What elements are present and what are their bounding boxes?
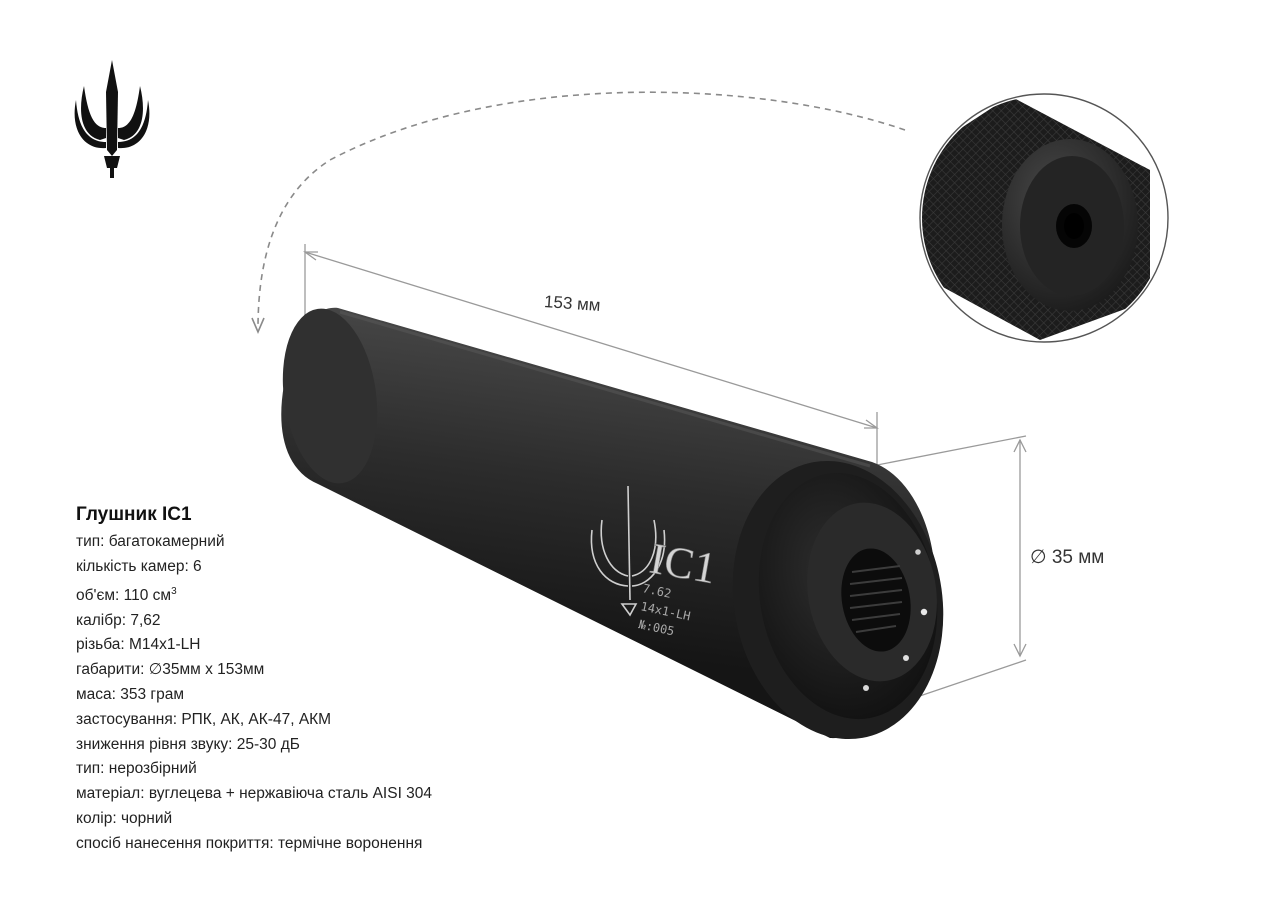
spec-volume-text: об'єм: 110 см (76, 586, 172, 604)
thread-insert (849, 565, 903, 633)
spec-row: маса: 353 грам (76, 685, 184, 703)
spec-row: застосування: РПК, АК, АК-47, АКМ (76, 710, 332, 728)
spec-row-volume: об'єм: 110 см3 (76, 580, 556, 609)
volume-superscript: 3 (171, 585, 177, 597)
curved-arrow (257, 91, 906, 329)
arrowhead-icon (251, 317, 265, 335)
barrel-marking-line: 7.62 (641, 581, 672, 601)
rear-cap-detail-view (919, 93, 1169, 343)
product-title: Глушник IC1 (76, 504, 192, 525)
spec-row: спосіб нанесення покриття: термічне воро… (76, 834, 423, 852)
length-label: 153 мм (543, 292, 602, 315)
spec-row: тип: багатокамерний (76, 533, 225, 550)
spec-row: тип: нерозбірний (76, 760, 197, 778)
spec-list: Глушник IC1 тип: багатокамерний кількіст… (76, 504, 556, 857)
diameter-label: ∅ 35 мм (1030, 547, 1105, 568)
spec-row: матеріал: вуглецева + нержавіюча сталь A… (76, 785, 433, 803)
spec-row: калібр: 7,62 (76, 611, 161, 629)
spec-row: зниження рівня звуку: 25-30 дБ (76, 735, 300, 753)
trident-engraving-icon (590, 485, 666, 617)
spec-row: кількість камер: 6 (76, 557, 202, 575)
spec-row: різьба: M14x1-LH (76, 636, 201, 654)
front-end-cap (732, 460, 944, 740)
spec-row: габарити: ∅35мм х 153мм (76, 661, 265, 679)
barrel-model-text: IC1 (646, 534, 720, 594)
trident-icon (74, 60, 150, 178)
spec-row: колір: чорний (76, 809, 173, 827)
